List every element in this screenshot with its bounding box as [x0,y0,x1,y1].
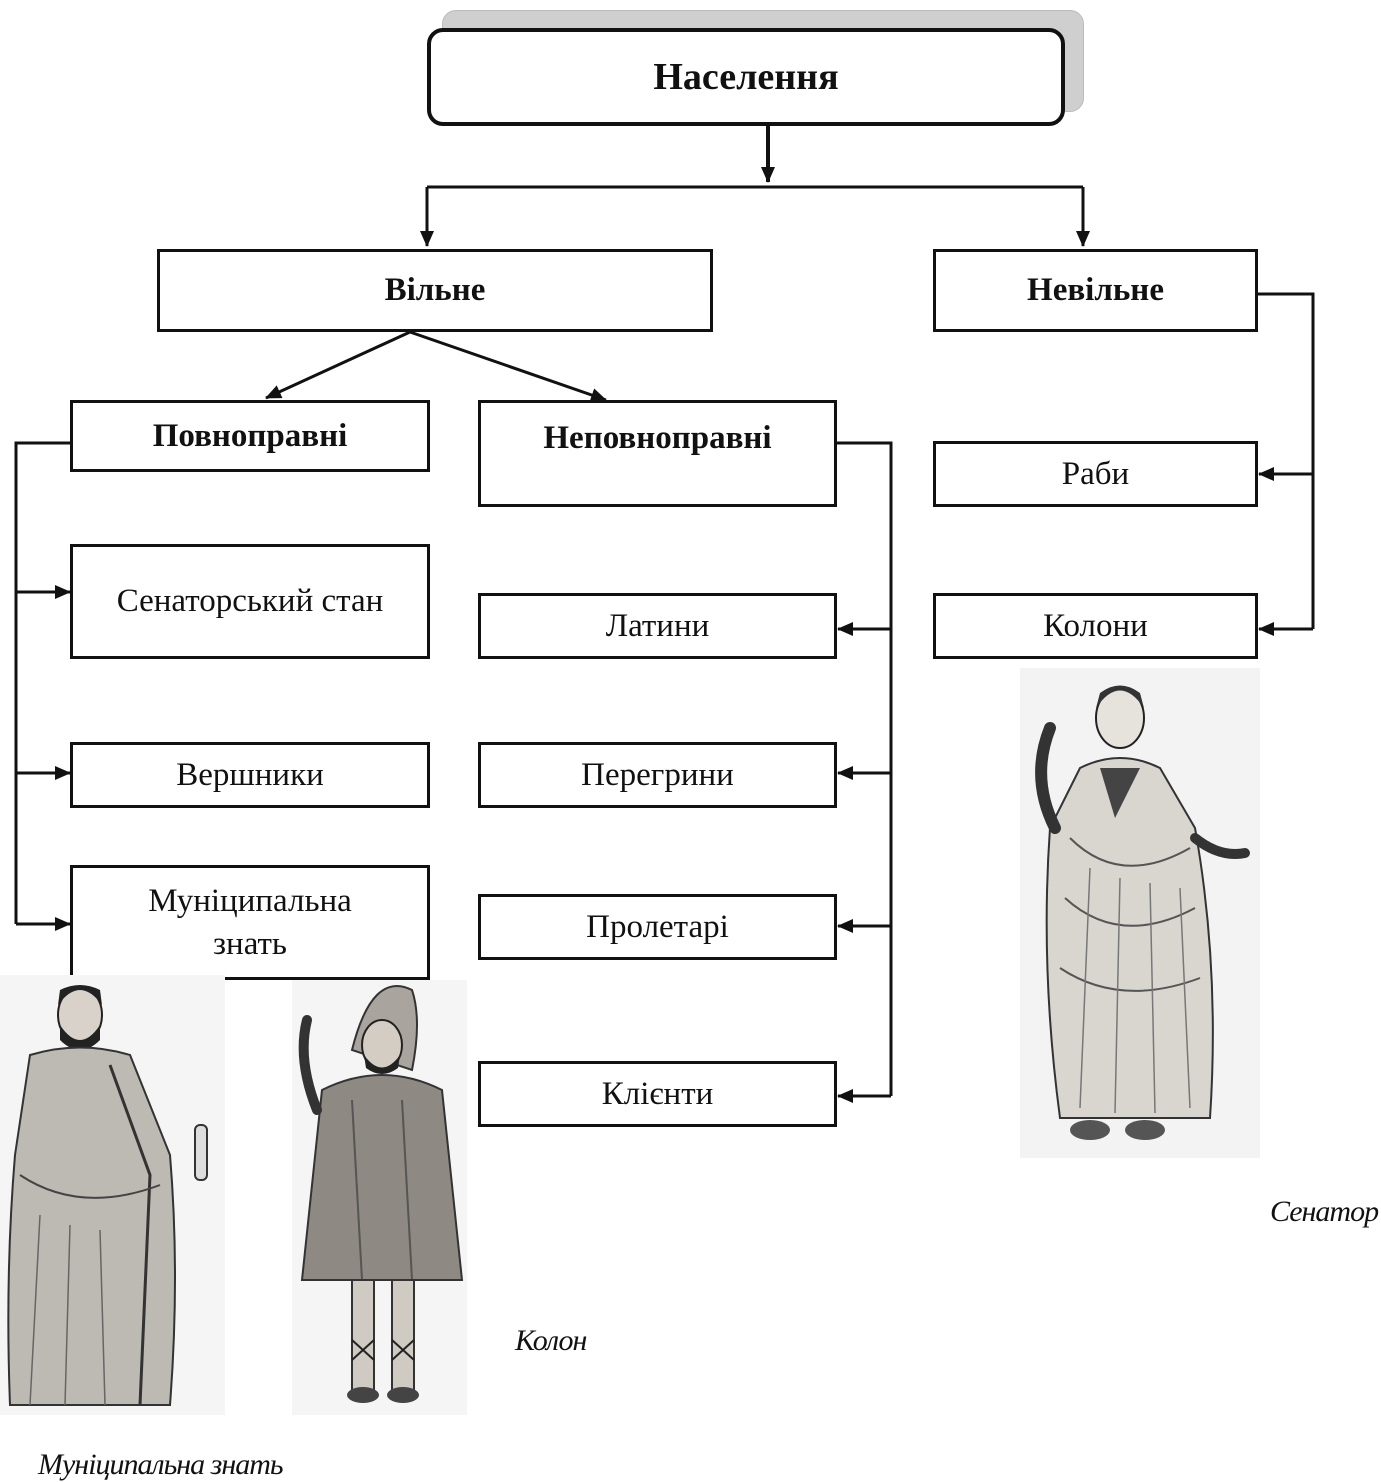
senator-caption: Сенатор [1270,1195,1379,1228]
root-node: Населення [427,28,1065,126]
partial-rights-node: Неповноправні [478,400,837,507]
free-node: Вільне [157,249,713,332]
peregrines-node: Перегрини [478,742,837,808]
latins-node: Латини [478,593,837,659]
clients-node: Клієнти [478,1061,837,1127]
municipal-nobility-node: Муніципальна знать [70,865,430,980]
senatorial-class-node: Сенаторський стан [70,544,430,659]
full-rights-node: Повноправні [70,400,430,472]
senator-figure [1020,668,1260,1158]
municipal-nobility-figure [0,975,225,1415]
unfree-node: Невільне [933,249,1258,332]
proletarians-node: Пролетарі [478,894,837,960]
municipal-nobility-caption: Муніципальна знать [38,1448,284,1481]
colon-caption: Колон [515,1324,587,1357]
colon-figure [292,980,467,1415]
equestrians-node: Вершники [70,742,430,808]
slaves-node: Раби [933,441,1258,507]
coloni-node: Колони [933,593,1258,659]
